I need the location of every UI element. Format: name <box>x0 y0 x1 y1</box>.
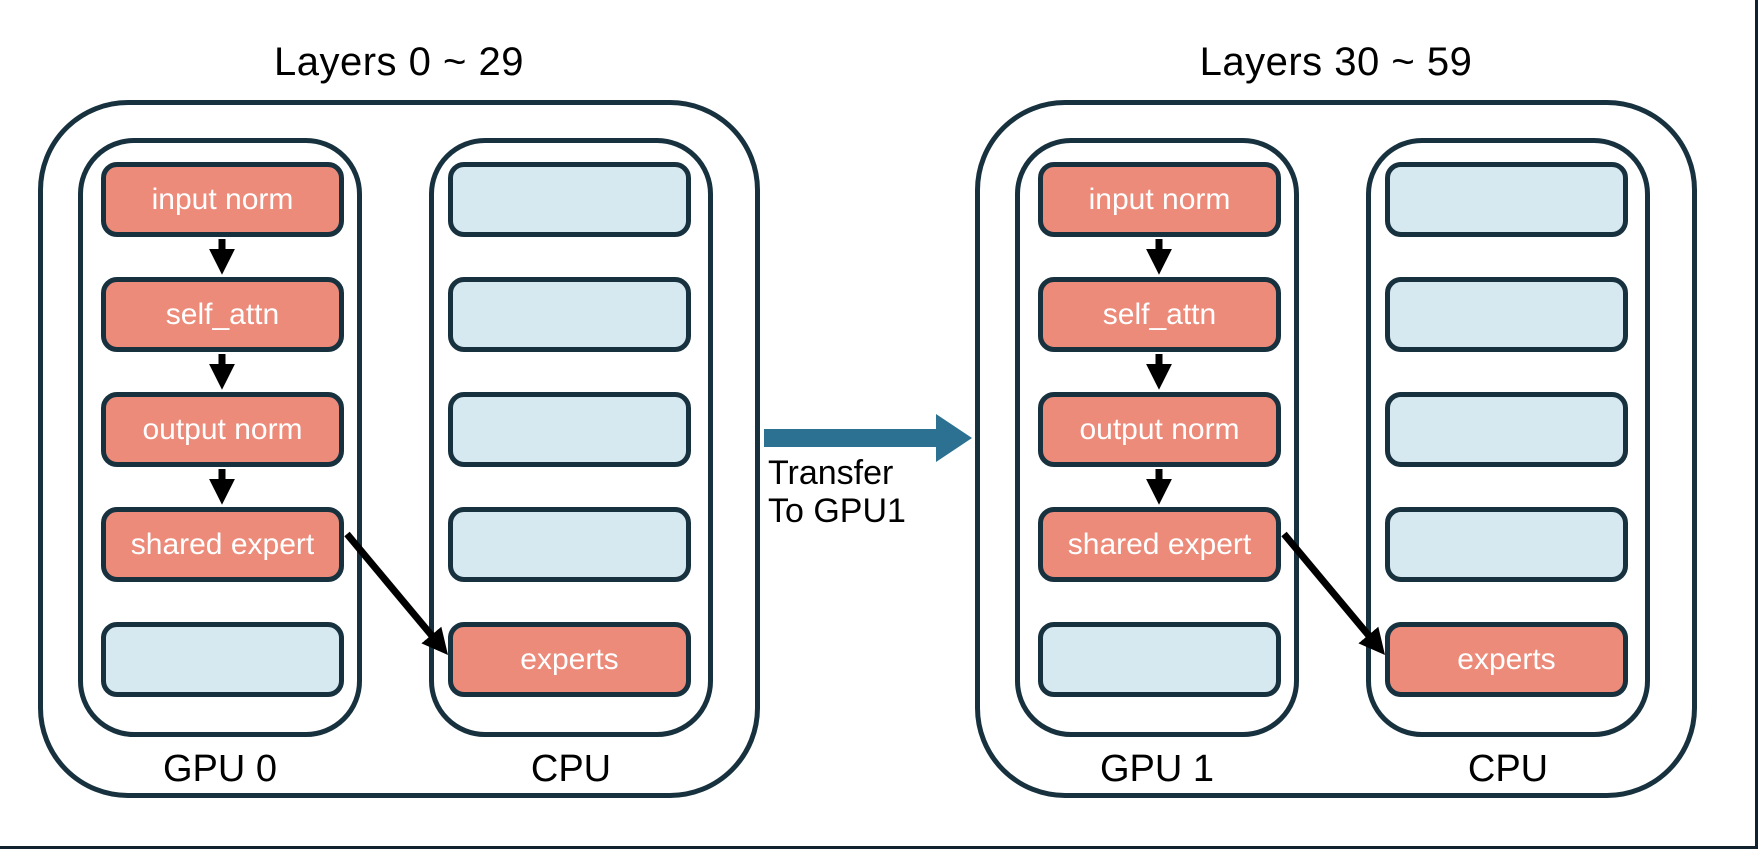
gpu0-empty-slot <box>101 622 344 697</box>
canvas-bottom-edge <box>0 846 1758 849</box>
cpu1-empty-slot <box>1385 277 1628 352</box>
cpu1-label: CPU <box>1467 748 1549 790</box>
gpu1-empty-slot <box>1038 622 1281 697</box>
box-self-attn: self_attn <box>1038 277 1281 352</box>
box-self-attn: self_attn <box>101 277 344 352</box>
group0-title: Layers 0 ~ 29 <box>274 40 524 84</box>
canvas-right-edge <box>1755 0 1758 849</box>
cpu0-empty-slot <box>448 162 691 237</box>
box-shared-expert: shared expert <box>101 507 344 582</box>
gpu0-label: GPU 0 <box>162 748 278 790</box>
group1-title: Layers 30 ~ 59 <box>1199 40 1473 84</box>
cpu1-empty-slot <box>1385 162 1628 237</box>
cpu1-empty-slot <box>1385 392 1628 467</box>
box-output-norm: output norm <box>1038 392 1281 467</box>
box-output-norm: output norm <box>101 392 344 467</box>
box-input-norm: input norm <box>1038 162 1281 237</box>
box-experts: experts <box>448 622 691 697</box>
cpu0-empty-slot <box>448 507 691 582</box>
gpu1-label: GPU 1 <box>1099 748 1215 790</box>
box-input-norm: input norm <box>101 162 344 237</box>
box-shared-expert: shared expert <box>1038 507 1281 582</box>
box-experts: experts <box>1385 622 1628 697</box>
cpu0-label: CPU <box>530 748 612 790</box>
transfer-line2: To GPU1 <box>768 492 906 530</box>
transfer-line1: Transfer <box>768 454 894 492</box>
cpu0-empty-slot <box>448 277 691 352</box>
cpu1-empty-slot <box>1385 507 1628 582</box>
transfer-annotation: Transfer To GPU1 <box>768 454 906 530</box>
cpu0-empty-slot <box>448 392 691 467</box>
